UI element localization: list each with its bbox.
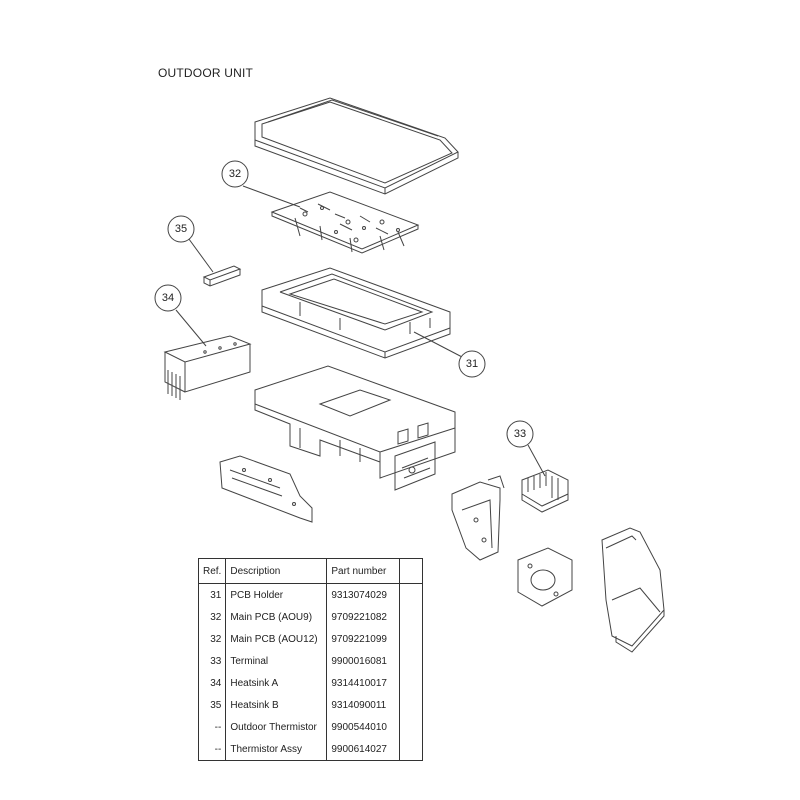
row-description: Outdoor Thermistor [225, 716, 328, 738]
row-extra [399, 628, 424, 650]
terminal-block [521, 469, 569, 513]
pcb-holder [261, 267, 451, 359]
row-description: Heatsink A [225, 672, 328, 694]
heatsink-b [202, 265, 242, 287]
row-extra [399, 650, 424, 672]
main-pcb [270, 191, 420, 254]
heatsink-a [163, 335, 252, 400]
callout-33-circle [506, 420, 534, 448]
callout-33-label: 33 [514, 428, 526, 440]
callout-31-label: 31 [466, 358, 478, 370]
row-description: Terminal [225, 650, 328, 672]
callout-35-circle [167, 215, 195, 243]
callout-32-label: 32 [229, 168, 241, 180]
row-description: Heatsink B [225, 694, 328, 716]
row-ref: 32 [197, 606, 227, 628]
row-part-number: 9709221082 [326, 606, 401, 628]
page-title: OUTDOOR UNIT [158, 66, 254, 80]
row-description: Main PCB (AOU9) [225, 606, 328, 628]
table-row: 33 Terminal 9900016081 [197, 650, 424, 672]
row-ref: -- [197, 738, 227, 761]
leader-31 [413, 331, 465, 359]
row-part-number: 9709221099 [326, 628, 401, 650]
parts-table: Ref. Description Part number 31 PCB Hold… [197, 558, 424, 761]
row-extra [399, 716, 424, 738]
side-cover [601, 527, 665, 653]
row-part-number: 9313074029 [326, 583, 401, 606]
row-ref: 33 [197, 650, 227, 672]
callout-31-circle [458, 350, 486, 378]
chassis [254, 365, 456, 491]
row-description: Main PCB (AOU12) [225, 628, 328, 650]
table-row: 32 Main PCB (AOU9) 9709221082 [197, 606, 424, 628]
table-row: -- Outdoor Thermistor 9900544010 [197, 716, 424, 738]
row-description: Thermistor Assy [225, 738, 328, 761]
header-ref: Ref. [197, 558, 227, 584]
callout-34-label: 34 [162, 292, 174, 304]
table-row: 35 Heatsink B 9314090011 [197, 694, 424, 716]
row-extra [399, 738, 424, 761]
row-extra [399, 606, 424, 628]
reactor-bracket [517, 547, 573, 607]
header-description: Description [225, 558, 328, 584]
row-extra [399, 583, 424, 606]
leader-34 [175, 309, 207, 347]
lower-bracket [451, 475, 505, 561]
leader-35 [185, 234, 214, 273]
row-ref: 34 [197, 672, 227, 694]
callout-32-circle [221, 160, 249, 188]
table-row: 31 PCB Holder 9313074029 [197, 583, 424, 606]
row-part-number: 9900614027 [326, 738, 401, 761]
top-cover [254, 97, 459, 195]
header-part-number: Part number [326, 558, 401, 584]
row-part-number: 9314410017 [326, 672, 401, 694]
row-ref: 32 [197, 628, 227, 650]
row-part-number: 9314090011 [326, 694, 401, 716]
table-row: 32 Main PCB (AOU12) 9709221099 [197, 628, 424, 650]
table-row: -- Thermistor Assy 9900614027 [197, 738, 424, 761]
callout-35-label: 35 [175, 223, 187, 235]
table-header-row: Ref. Description Part number [197, 558, 424, 584]
row-description: PCB Holder [225, 583, 328, 606]
row-part-number: 9900544010 [326, 716, 401, 738]
row-part-number: 9900016081 [326, 650, 401, 672]
leader-33 [527, 444, 546, 477]
table-row: 34 Heatsink A 9314410017 [197, 672, 424, 694]
row-ref: -- [197, 716, 227, 738]
leader-32 [242, 185, 301, 208]
row-extra [399, 694, 424, 716]
side-plate [219, 455, 313, 523]
row-ref: 31 [197, 583, 227, 606]
row-extra [399, 672, 424, 694]
callout-34-circle [154, 284, 182, 312]
header-extra [399, 558, 424, 584]
row-ref: 35 [197, 694, 227, 716]
